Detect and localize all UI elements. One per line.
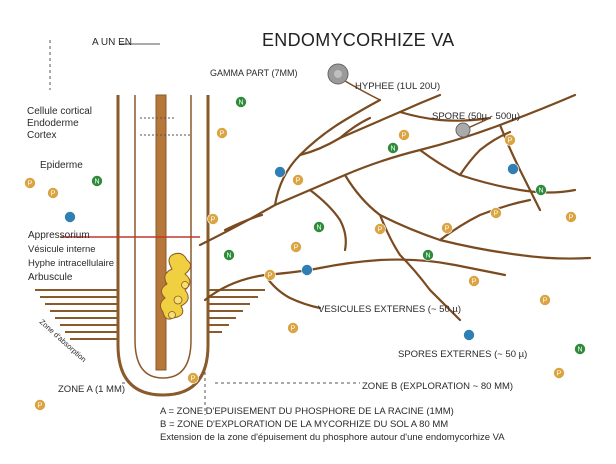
cell-label-endoderme: Endoderme bbox=[27, 118, 92, 130]
hyphae-network bbox=[200, 95, 590, 320]
epiderme-label: Epiderme bbox=[40, 160, 83, 172]
cell-labels: Cellule cortical Endoderme Cortex bbox=[27, 106, 92, 142]
footer-line-a: A = ZONE D'EPUISEMENT DU PHOSPHORE DE LA… bbox=[160, 406, 454, 417]
nitrogen-particle-letter: N bbox=[390, 146, 395, 153]
phosphate-particle-letter: P bbox=[557, 371, 562, 378]
phosphate-particle-letter: P bbox=[402, 133, 407, 140]
phosphate-particle-letter: P bbox=[508, 138, 513, 145]
ion-particle bbox=[302, 265, 313, 276]
ion-particle bbox=[464, 330, 475, 341]
nitrogen-particle-letter: N bbox=[226, 253, 231, 260]
phosphate-particle-letter: P bbox=[51, 191, 56, 198]
cell-label-cortex: Cortex bbox=[27, 130, 92, 142]
medium-spore bbox=[456, 123, 470, 137]
cell-label-cortical: Cellule cortical bbox=[27, 106, 92, 118]
footer-line-b: B = ZONE D'EXPLORATION DE LA MYCORHIZE D… bbox=[160, 419, 448, 430]
phosphate-particle-letter: P bbox=[28, 181, 33, 188]
ion-particle bbox=[65, 212, 76, 223]
zone-a-label: ZONE A (1 MM) bbox=[58, 385, 125, 396]
phosphate-particle-letter: P bbox=[191, 376, 196, 383]
phosphate-particle-letter: P bbox=[569, 215, 574, 222]
spore-label: SPORE (50µ - 500µ) bbox=[432, 112, 520, 123]
phosphate-particle-letter: P bbox=[220, 131, 225, 138]
phosphate-particle-letter: P bbox=[38, 403, 43, 410]
phosphate-particle-letter: P bbox=[445, 226, 450, 233]
phosphate-particle-letter: P bbox=[294, 245, 299, 252]
spores-externes-label: SPORES EXTERNES (~ 50 µ) bbox=[398, 350, 527, 361]
hyphe-intracellulaire-label: Hyphe intracellulaire bbox=[28, 259, 114, 270]
diagram-title: ENDOMYCORHIZE VA bbox=[262, 30, 454, 51]
spore-highlight bbox=[334, 70, 342, 78]
phosphate-particle-letter: P bbox=[494, 211, 499, 218]
nitrogen-particle-letter: N bbox=[94, 179, 99, 186]
nitrogen-particle-letter: N bbox=[538, 188, 543, 195]
root-label: A UN EN bbox=[92, 37, 132, 49]
hyphae-label: HYPHEE (1UL 20U) bbox=[355, 82, 440, 93]
nitrogen-particle-letter: N bbox=[425, 253, 430, 260]
phosphate-particle-letter: P bbox=[378, 227, 383, 234]
vesicules-externes-label: VESICULES EXTERNES (~ 50 µ) bbox=[318, 305, 461, 316]
nitrogen-particle-letter: N bbox=[577, 347, 582, 354]
phosphate-particle-letter: P bbox=[472, 279, 477, 286]
phosphate-particle-letter: P bbox=[543, 298, 548, 305]
stele bbox=[156, 95, 166, 370]
ion-particle bbox=[508, 164, 519, 175]
phosphate-particle-letter: P bbox=[211, 217, 216, 224]
zone-b-label: ZONE B (EXPLORATION ~ 80 MM) bbox=[362, 382, 513, 393]
ion-particle bbox=[275, 167, 286, 178]
gamma-label: GAMMA PART (7MM) bbox=[210, 68, 298, 78]
nitrogen-particle-letter: N bbox=[316, 225, 321, 232]
footer-caption: Extension de la zone d'épuisement du pho… bbox=[160, 432, 505, 443]
appressorium-label: Appressorium bbox=[28, 230, 90, 242]
nitrogen-particle-letter: N bbox=[238, 100, 243, 107]
phosphate-particle-letter: P bbox=[268, 273, 273, 280]
arbuscule-label: Arbuscule bbox=[28, 272, 72, 284]
phosphate-particle-letter: P bbox=[296, 178, 301, 185]
vesicule-interne-label: Vésicule interne bbox=[28, 245, 96, 256]
phosphate-particle-letter: P bbox=[291, 326, 296, 333]
